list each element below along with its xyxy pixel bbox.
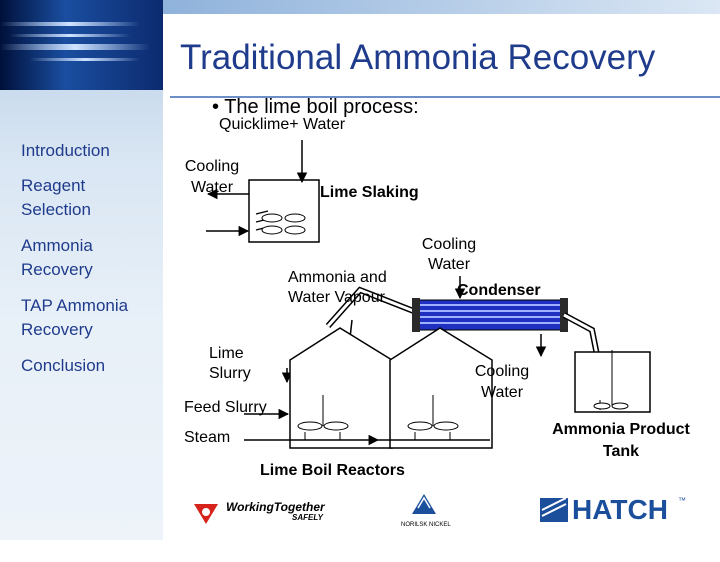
- title-divider: [170, 96, 720, 98]
- norilsk-logo-text: NORILSK NICKEL: [401, 522, 451, 528]
- nav-item-ammonia-recovery[interactable]: Ammonia Recovery: [21, 236, 93, 279]
- label-condenser: Condenser: [457, 282, 541, 299]
- sidebar-header-graphic: [0, 0, 163, 90]
- norilsk-logo-mark: [412, 494, 436, 514]
- label-steam: Steam: [184, 429, 231, 446]
- label-cooling-water-condenser-in: Cooling Water: [421, 236, 477, 273]
- label-ammonia-water-vapour: Ammonia and Water Vapour: [288, 269, 387, 306]
- sidebar: [0, 0, 163, 540]
- label-quicklime-water: Quicklime+ Water: [219, 116, 346, 133]
- label-lime-slurry: Lime Slurry: [209, 345, 251, 382]
- bullet-text: • The lime boil process:: [212, 96, 419, 118]
- nav-item-reagent-selection[interactable]: Reagent Selection: [21, 176, 91, 219]
- nav-item-conclusion[interactable]: Conclusion: [21, 356, 106, 375]
- header-bar: [163, 0, 720, 14]
- nav-item-introduction[interactable]: Introduction: [21, 141, 110, 160]
- label-cooling-water-slaker: Cooling Water: [184, 158, 240, 196]
- lime-slaker-tank: [248, 179, 320, 243]
- safety-logo-mark: [194, 504, 218, 524]
- working-together-logo-text: WorkingTogether: [226, 500, 325, 514]
- lime-boil-reactors: [289, 327, 493, 449]
- ammonia-product-tank: [574, 350, 651, 413]
- hatch-logo-text: HATCH: [572, 494, 668, 525]
- label-cooling-water-condenser-out: Cooling Water: [474, 363, 530, 401]
- label-lime-boil-reactors: Lime Boil Reactors: [260, 462, 405, 479]
- condenser: [412, 298, 568, 332]
- hatch-trademark: ™: [678, 496, 686, 505]
- safely-logo-text: SAFELY: [292, 513, 323, 522]
- process-diagram: [194, 140, 651, 524]
- page-title: Traditional Ammonia Recovery: [180, 38, 656, 77]
- label-feed-slurry: Feed Slurry: [184, 399, 267, 416]
- label-ammonia-product-tank: Ammonia Product Tank: [552, 421, 690, 460]
- nav-item-tap-ammonia-recovery[interactable]: TAP Ammonia Recovery: [21, 296, 129, 339]
- label-lime-slaking: Lime Slaking: [320, 184, 419, 201]
- hatch-logo-mark: [540, 497, 568, 522]
